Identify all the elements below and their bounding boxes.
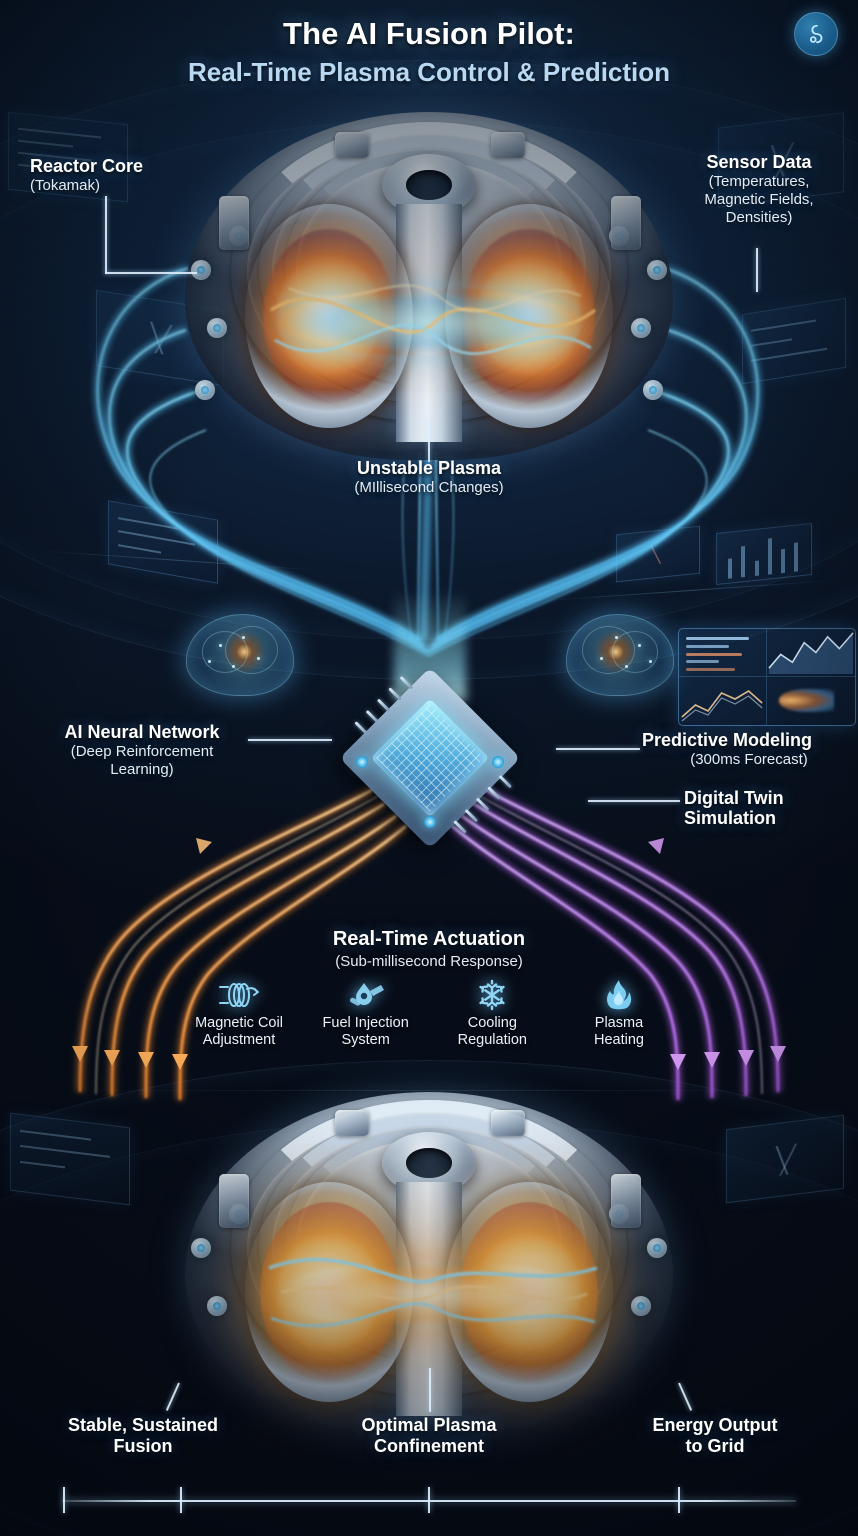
magnetic-coil-icon [176,978,302,1012]
footer-tick [180,1487,182,1513]
page-title: The AI Fusion Pilot: [283,16,575,51]
fuel-injector-icon [303,978,429,1012]
leader-line-digital-twin [588,800,680,802]
label-reactor-core: Reactor Core (Tokamak) [30,156,220,195]
snowflake-icon [429,978,555,1012]
footer-tick [63,1487,65,1513]
leader-line-unstable-plasma [428,420,430,462]
leader-line-reactor-core [105,196,107,274]
leader-line-predictive-modeling [556,748,640,750]
actuation-title: Real-Time Actuation [332,928,526,950]
label-digital-twin: Digital Twin Simulation [684,788,854,828]
page-subtitle: Real-Time Plasma Control & Prediction [187,57,671,87]
leader-line-reactor-core [105,272,197,274]
leader-line-optimal-confinement [429,1368,431,1412]
page-title-block: The AI Fusion Pilot: Real-Time Plasma Co… [0,16,858,88]
actuation-header: Real-Time Actuation (Sub-millisecond Res… [0,928,858,970]
leader-line-sensor-data [756,248,758,292]
label-ai-neural-network-sub: (Deep Reinforcement Learning) [70,743,214,778]
actuation-item-plasma-heating[interactable]: Plasma Heating [556,978,682,1049]
label-reactor-core-title: Reactor Core [30,156,144,176]
label-digital-twin-title: Digital Twin Simulation [684,788,784,829]
flame-icon [556,978,682,1012]
label-predictive-modeling-title: Predictive Modeling [642,730,813,750]
label-predictive-modeling: Predictive Modeling (300ms Forecast) [642,730,856,769]
outcomes-row: Stable, Sustained Fusion Optimal Plasma … [0,1415,858,1456]
footer-tick [428,1487,430,1513]
outcome-stable-fusion: Stable, Sustained Fusion [67,1415,219,1456]
actuation-item-fuel-injection[interactable]: Fuel Injection System [303,978,429,1049]
label-ai-neural-network: AI Neural Network (Deep Reinforcement Le… [34,722,250,779]
label-unstable-plasma-title: Unstable Plasma [356,458,502,478]
actuation-subtitle: (Sub-millisecond Response) [335,953,523,970]
brand-glyph-icon [809,24,823,44]
actuation-item-magnetic-coil[interactable]: Magnetic Coil Adjustment [176,978,302,1049]
actuation-items-row: Magnetic Coil Adjustment Fuel Injection … [176,978,682,1049]
label-unstable-plasma-sub: (MIllisecond Changes) [354,479,504,497]
outcome-optimal-confinement: Optimal Plasma Confinement [361,1415,497,1456]
label-predictive-modeling-sub: (300ms Forecast) [690,751,808,769]
label-sensor-data-sub: (Temperatures, Magnetic Fields, Densitie… [704,173,814,226]
actuation-item-label: Fuel Injection System [322,1015,409,1048]
label-ai-neural-network-title: AI Neural Network [64,722,220,742]
outcome-energy-output: Energy Output to Grid [652,1415,778,1456]
label-unstable-plasma: Unstable Plasma (MIllisecond Changes) [284,458,574,497]
brand-logo-badge[interactable] [794,12,838,56]
actuation-item-label: Cooling Regulation [457,1015,527,1048]
label-sensor-data-title: Sensor Data [706,152,812,172]
leader-line-ai-neural-network [248,739,332,741]
actuation-item-cooling[interactable]: Cooling Regulation [429,978,555,1049]
footer-tick [678,1487,680,1513]
label-reactor-core-sub: (Tokamak) [30,177,101,195]
label-sensor-data: Sensor Data (Temperatures, Magnetic Fiel… [660,152,858,226]
actuation-item-label: Magnetic Coil Adjustment [195,1015,283,1048]
actuation-item-label: Plasma Heating [593,1015,644,1048]
